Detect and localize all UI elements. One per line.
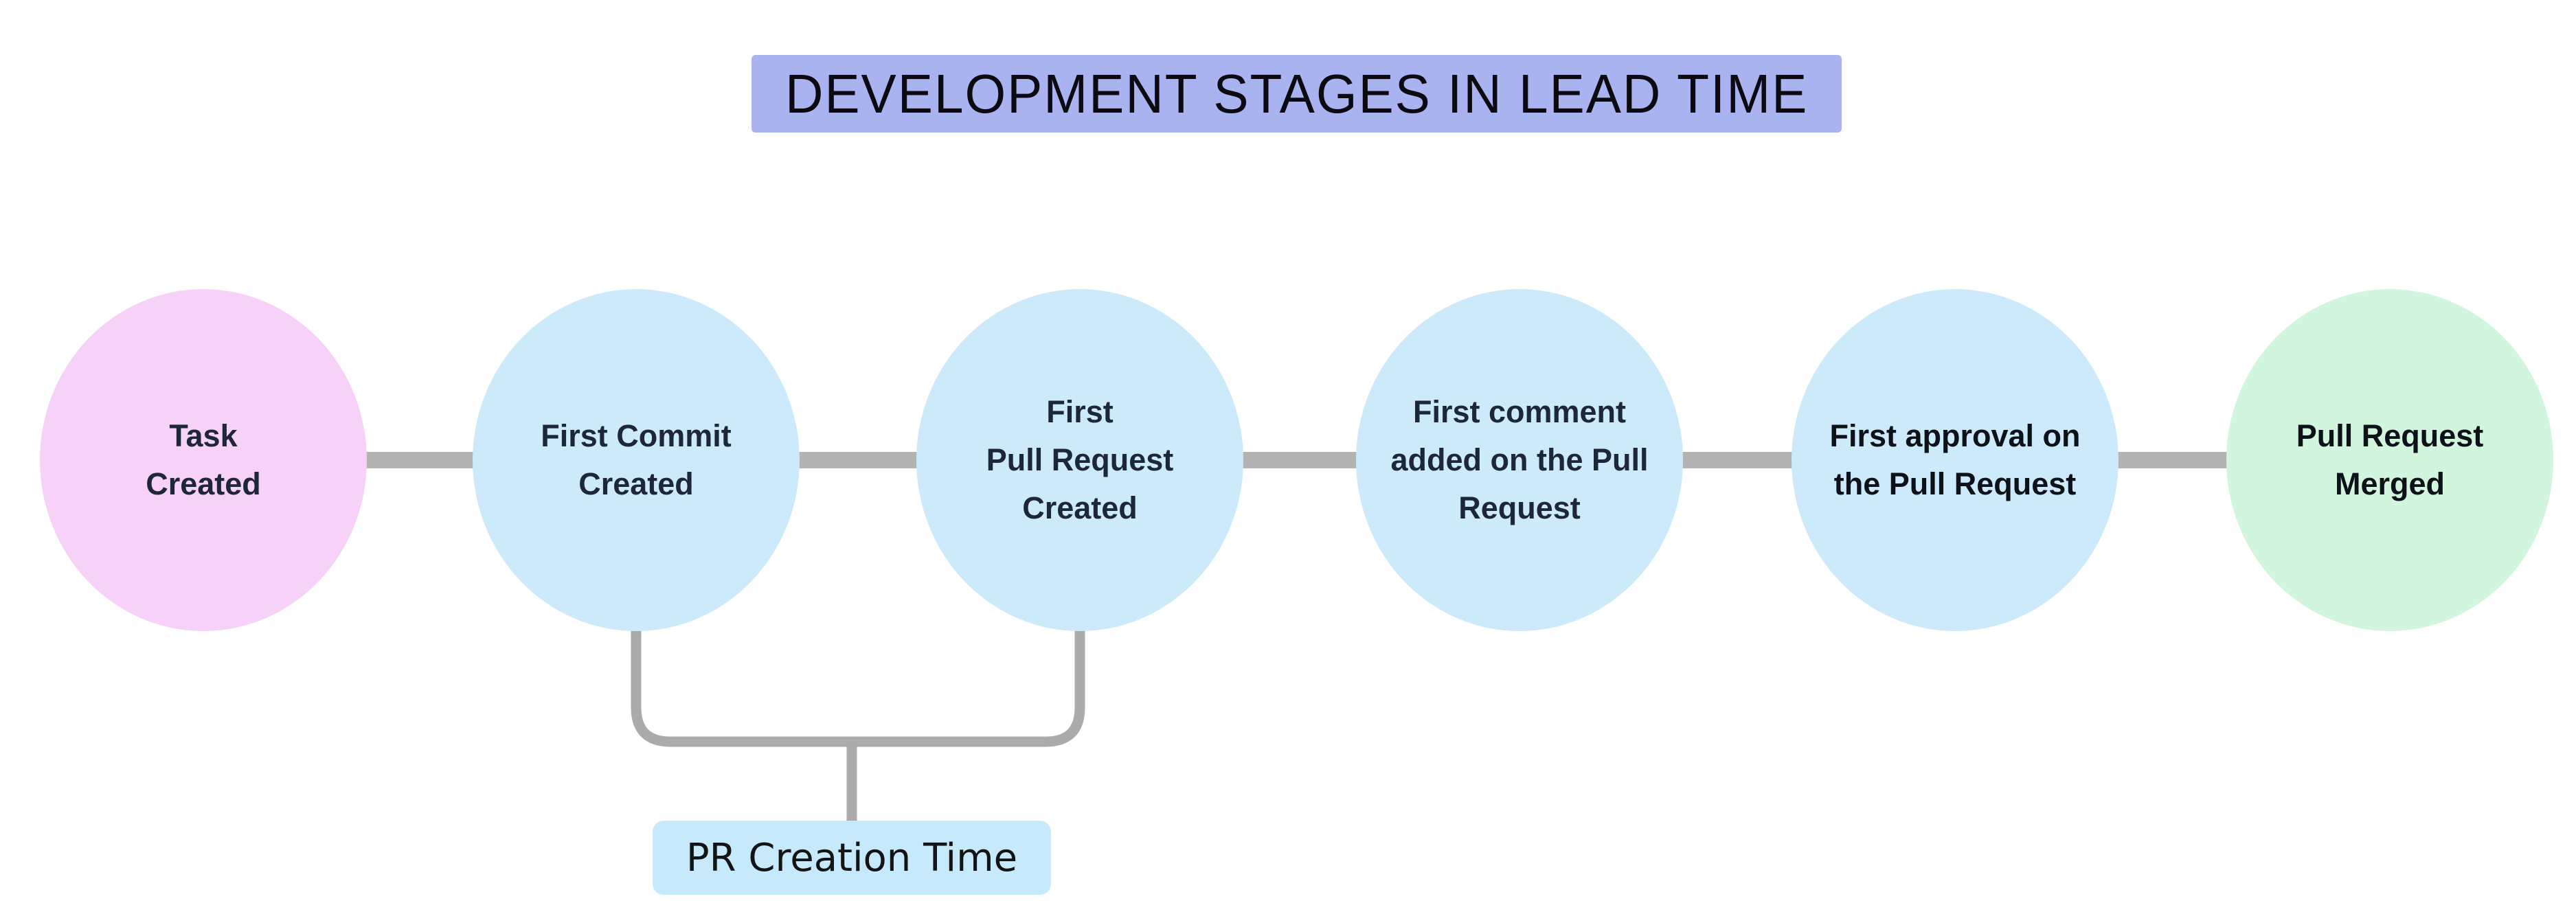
page-title: DEVELOPMENT STAGES IN LEAD TIME [784,62,1809,124]
pr-creation-time-badge: PR Creation Time [653,821,1051,895]
stage-label: Pull Request Merged [2296,418,2484,501]
stage-node-pull-request-merged: Pull Request Merged [2226,289,2553,631]
stage-node-first-approval: First approval on the Pull Request [1792,289,2119,631]
stage-node-first-pull-request-created: First Pull Request Created [916,289,1243,631]
stage-node-task-created: Task Created [40,289,367,631]
stage-label: First Pull Request Created [986,394,1174,525]
stage-label: First Commit Created [541,418,732,501]
pr-creation-time-label: PR Creation Time [686,835,1018,880]
stage-label: Task Created [146,418,261,501]
stage-label: First comment added on the Pull Request [1390,394,1649,525]
stage-node-first-comment-added: First comment added on the Pull Request [1356,289,1683,631]
stage-node-first-commit-created: First Commit Created [473,289,800,631]
bracket-curve [631,604,1085,747]
stage-label: First approval on the Pull Request [1829,418,2081,501]
title-banner: DEVELOPMENT STAGES IN LEAD TIME [752,55,1842,133]
